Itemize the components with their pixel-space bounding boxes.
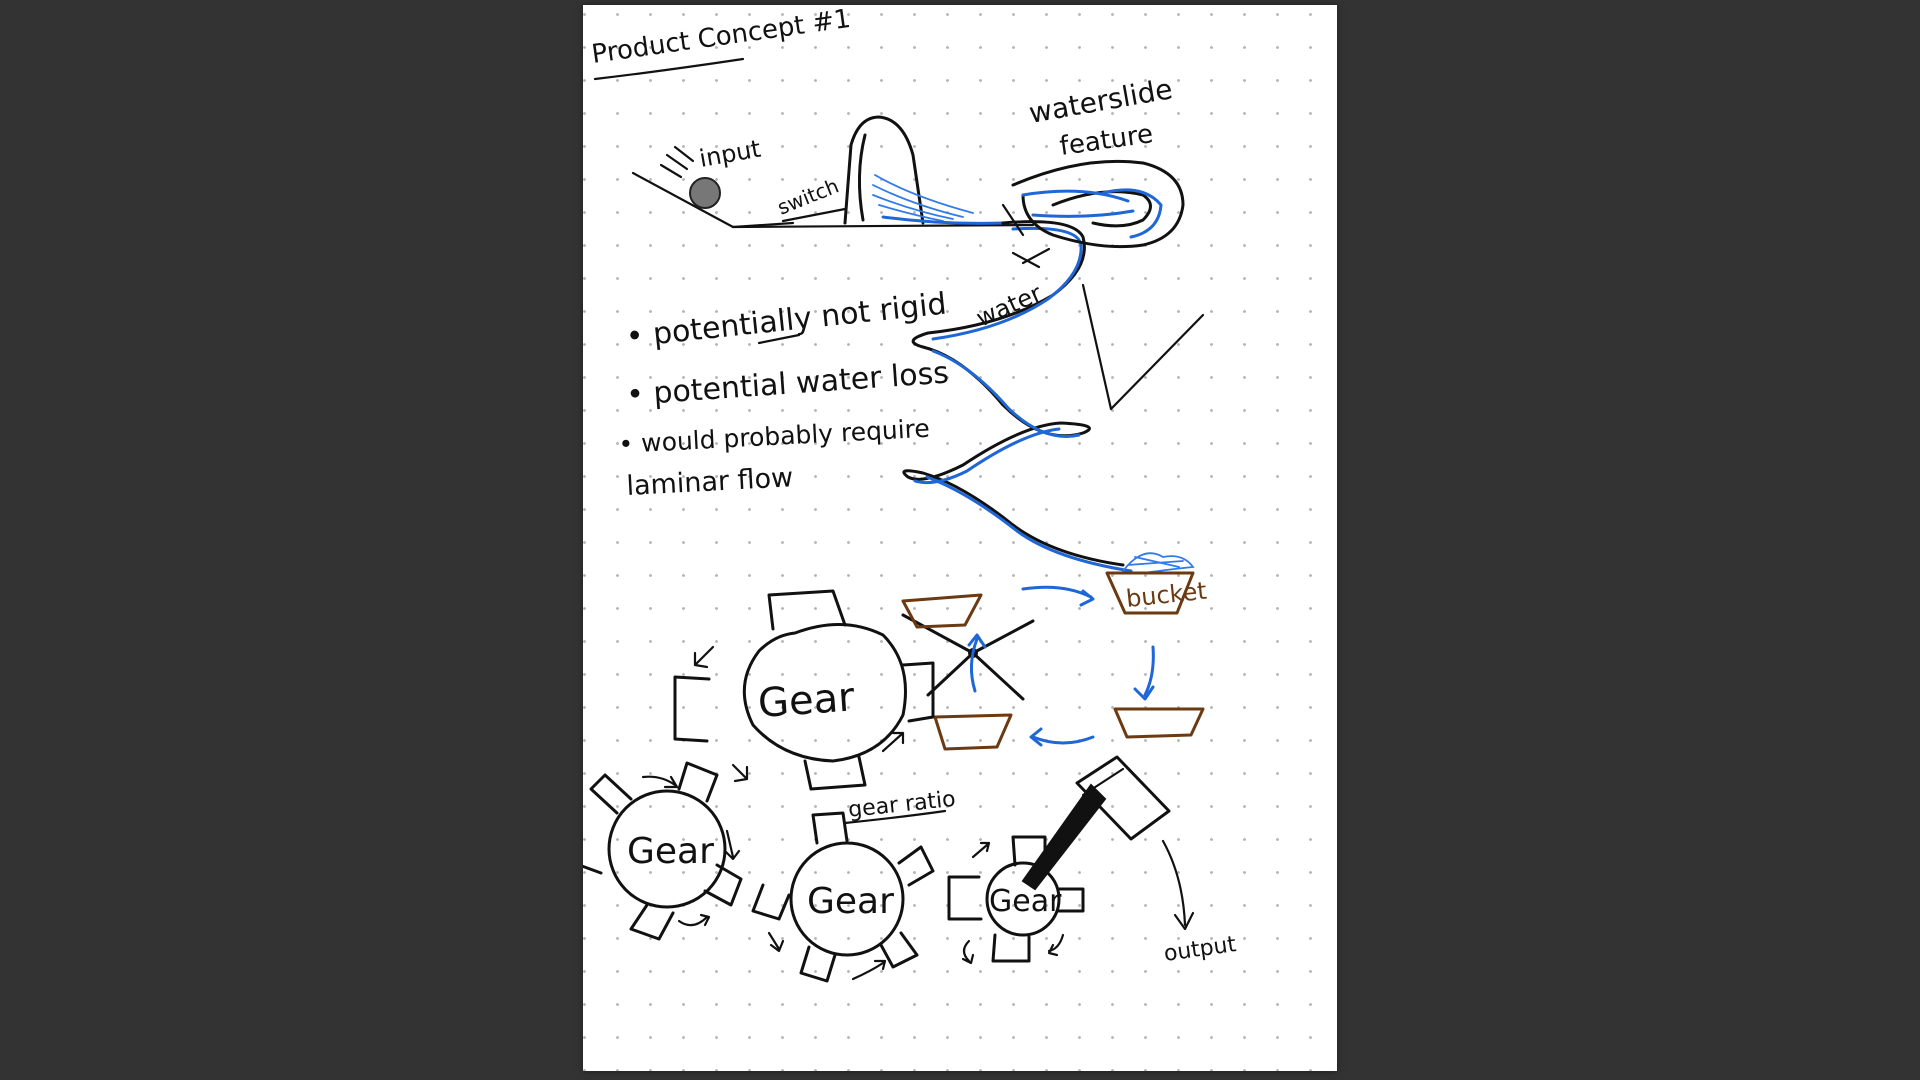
input-label: input: [697, 135, 763, 173]
gear-top-label: Gear: [756, 674, 856, 727]
gear-middle-arrow-bottom: [853, 961, 885, 979]
gear-top-arrow-left: [695, 647, 713, 667]
output-label: output: [1162, 932, 1238, 967]
zigzag-water: [915, 228, 1131, 571]
waterslide-label-line2: feature: [1058, 119, 1155, 162]
gear-small-arrow-right: [1049, 935, 1063, 955]
switch-label: switch: [774, 173, 842, 219]
zigzag-track: [904, 222, 1123, 565]
waterslide-swirl-outer: [1013, 161, 1183, 246]
note-line-1: • potentially not rigid: [624, 286, 948, 354]
gear-small-arrow-top: [973, 843, 989, 857]
gear-top-arrow-bottom: [733, 765, 747, 781]
note-line-2: • potential water loss: [625, 356, 950, 413]
note-line-4: laminar flow: [626, 462, 794, 502]
bucket-top-left: [903, 595, 981, 627]
gear-left-label: Gear: [627, 831, 714, 872]
output-arrow: [1163, 841, 1185, 925]
rotation-arrow-right-head: [1135, 687, 1153, 699]
gear-left-arrow-top: [643, 777, 677, 787]
notebook-page: Product Concept #1 input switch water: [583, 5, 1337, 1071]
bucket-label: bucket: [1125, 577, 1208, 613]
pointer-line: [1083, 285, 1203, 409]
rotation-arrow-left: [971, 639, 977, 691]
ball-motion-lines: [661, 147, 693, 177]
hammer-head-edge: [1083, 769, 1123, 795]
gear-top-arrow-right: [883, 733, 903, 751]
bucket-bottom-left: [935, 715, 1011, 749]
bucket-bottom-right: [1115, 709, 1203, 737]
gear-left-arrow-bottom: [679, 915, 709, 925]
waterslide-swirl-inner: [1053, 192, 1151, 226]
base-line: [733, 225, 1033, 227]
gear-middle-label: Gear: [807, 881, 894, 922]
page-title: Product Concept #1: [590, 5, 853, 70]
gear-left-arrow-right: [725, 831, 739, 859]
gear-middle-arrow-left: [769, 933, 783, 951]
gear-small-label: Gear: [989, 884, 1062, 919]
waterslide-label-line1: waterslide: [1026, 72, 1174, 130]
gear-small-arrow-left: [963, 941, 973, 963]
bucket-water-pile: [1123, 553, 1193, 573]
rotation-arrow-top: [1023, 587, 1091, 597]
arch-inner-line: [859, 135, 865, 220]
note-line-3: • would probably require: [618, 414, 931, 459]
sketch-canvas: Product Concept #1 input switch water: [583, 5, 1337, 1071]
water-label: water: [972, 279, 1046, 332]
rotation-arrow-bottom: [1033, 737, 1093, 743]
input-ball: [690, 178, 720, 208]
